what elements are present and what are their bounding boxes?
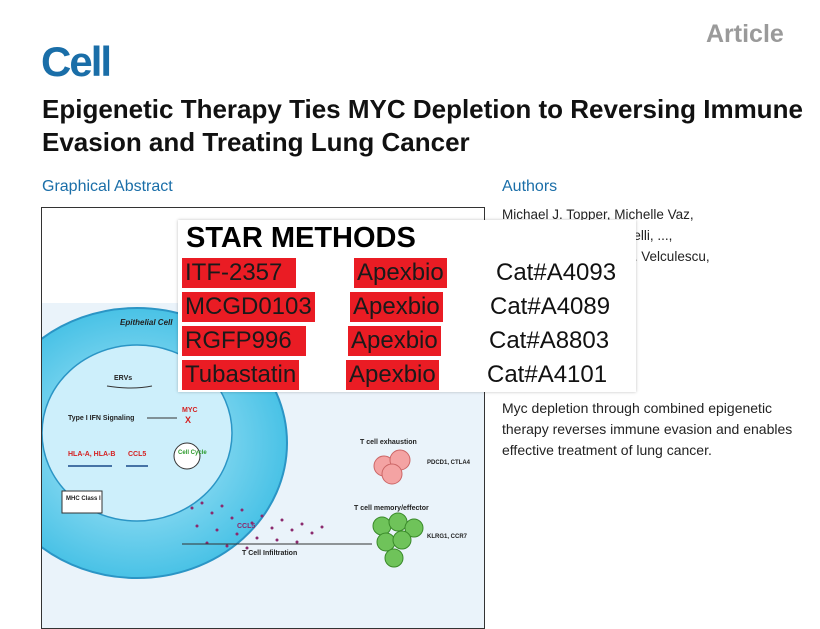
t-exhaustion-label: T cell exhaustion: [360, 439, 417, 446]
star-methods-overlay: STAR METHODS ITF-2357 Apexbio Cat#A4093 …: [178, 220, 636, 392]
cell-cycle-circle: [173, 442, 201, 470]
reagent-name: Tubastatin: [182, 360, 300, 390]
hla-gene-label: HLA-A, HLA-B: [68, 451, 115, 458]
cell-cycle-label: Cell Cycle: [178, 450, 207, 456]
reagent-catalog: Cat#A8803: [489, 327, 610, 354]
klrg1-label: KLRG1, CCR7: [427, 534, 468, 540]
ervs-label: ERVs: [114, 375, 132, 382]
article-type-label: Article: [706, 20, 784, 48]
reagent-name: RGFP996: [182, 326, 306, 356]
reagent-name: MCGD0103: [182, 292, 315, 322]
article-title: Epigenetic Therapy Ties MYC Depletion to…: [42, 94, 803, 157]
reagent-name: ITF-2357: [182, 258, 296, 288]
reagent-vendor: Apexbio: [348, 326, 441, 356]
ccl5-gene-label: CCL5: [128, 451, 146, 458]
graphical-abstract-heading: Graphical Abstract: [42, 178, 173, 195]
reagent-catalog: Cat#A4089: [490, 293, 611, 320]
in-brief-summary: Myc depletion through combined epigeneti…: [502, 400, 793, 458]
reagent-vendor: Apexbio: [354, 258, 447, 288]
erv-strand: [106, 385, 153, 389]
myc-label: MYC: [182, 407, 198, 414]
authors-heading: Authors: [502, 178, 558, 195]
reagent-catalog: Cat#A4093: [496, 259, 617, 286]
mhc-label: MHC Class I: [66, 496, 101, 502]
reagent-catalog: Cat#A4101: [487, 361, 608, 388]
type-i-ifn-label: Type I IFN Signaling: [68, 415, 134, 422]
t-memory-label: T cell memory/effector: [354, 505, 429, 512]
journal-logo: Cell: [41, 38, 112, 85]
reagent-vendor: Apexbio: [346, 360, 439, 390]
mhc-box: [61, 490, 103, 514]
myc-x-mark: X: [185, 415, 191, 425]
author-line: Michael J. Topper, Michelle Vaz,: [502, 207, 694, 222]
epithelial-cell-label: Epithelial Cell: [120, 318, 173, 327]
pdcd1-label: PDCD1, CTLA4: [427, 460, 471, 466]
ccl5-secreted-label: CCL5: [237, 523, 255, 530]
effector-t-cells: [372, 512, 424, 568]
exhausted-t-cells: [373, 449, 411, 485]
star-methods-title: STAR METHODS: [186, 222, 416, 254]
ccl5-dots: [190, 501, 324, 550]
t-infiltration-label: T Cell Infiltration: [242, 550, 297, 557]
reagent-vendor: Apexbio: [350, 292, 443, 322]
